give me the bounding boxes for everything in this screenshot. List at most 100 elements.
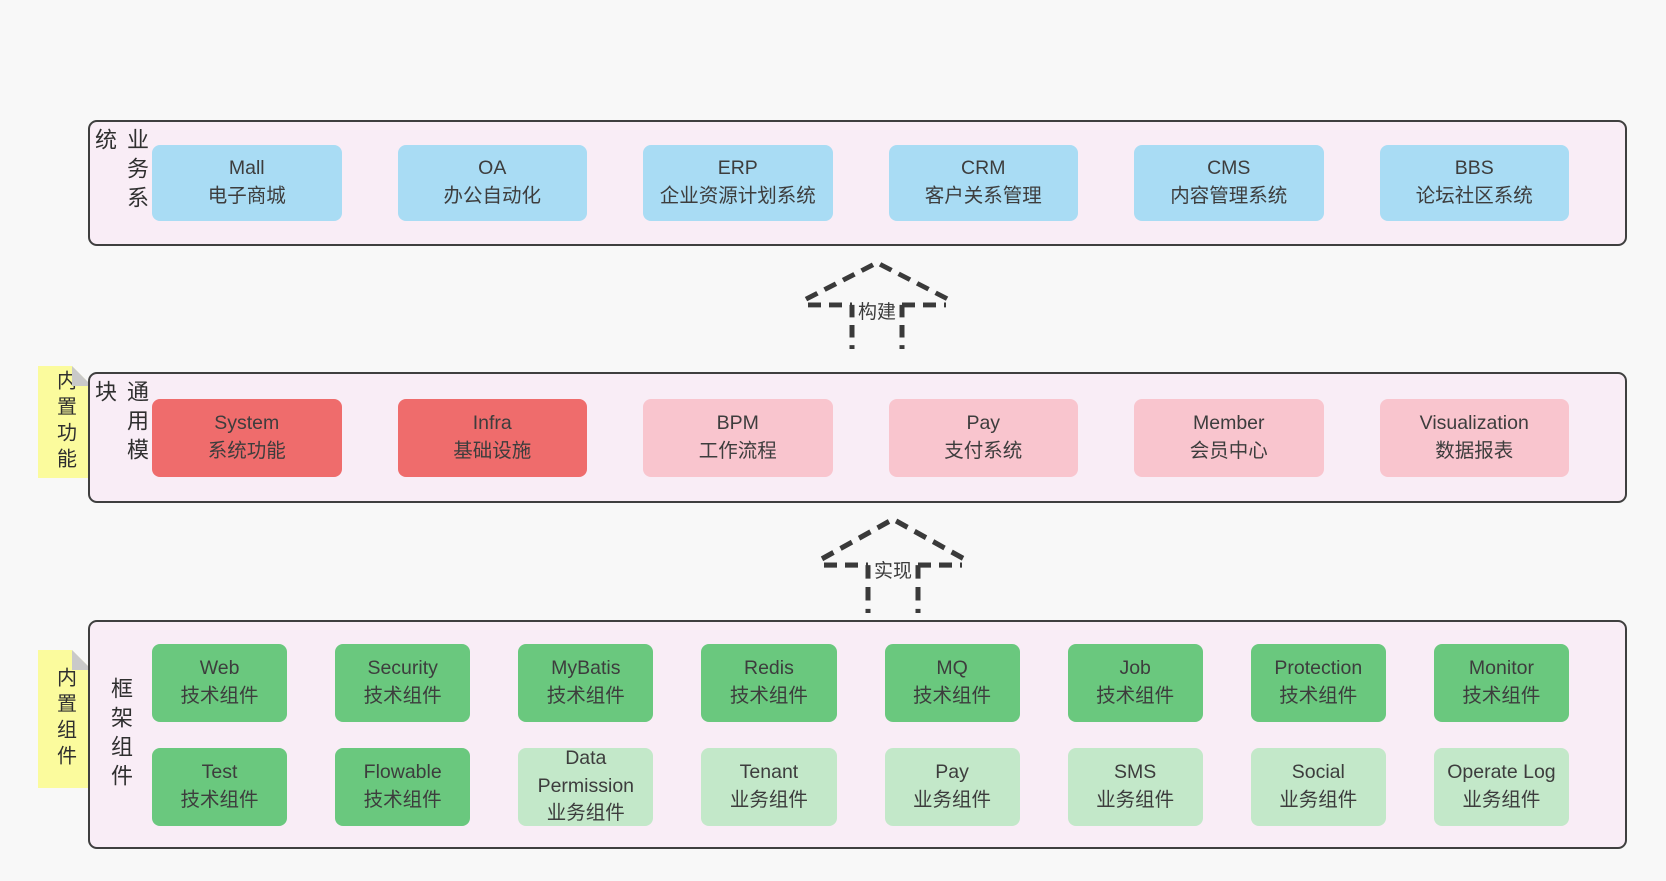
box-subtitle: 业务组件 [546,802,625,825]
box-title: CRM [961,157,1006,180]
box-subtitle: 技术组件 [729,684,808,707]
box-subtitle: 工作流程 [698,439,777,462]
diagram-box-infra: Infra 基础设施 [397,398,587,477]
box-subtitle: 内容管理系统 [1170,185,1288,207]
box-title: Visualization [1419,411,1529,434]
box-title: ERP [717,157,758,180]
box-title: Flowable [363,760,442,783]
box-subtitle: 系统功能 [207,439,286,462]
diagram-box-tenant: Tenant 业务组件 [701,747,837,826]
box-subtitle: 业务组件 [1279,788,1358,811]
box-title: BBS [1454,157,1494,180]
common-modules-rows: System 系统功能 Infra 基础设施 BPM 工作流程 Pay 支付系统 Member 会… [150,374,1625,501]
box-title: System [214,411,280,434]
diagram-box-test: Test 技术组件 [152,747,288,826]
box-subtitle: 技术组件 [180,684,259,707]
box-title: Tenant [739,760,799,783]
box-subtitle: 技术组件 [180,788,259,811]
sticky-note-built-in-features: 内置功能 [38,366,92,478]
box-title: Monitor [1468,656,1534,679]
box-subtitle: 业务组件 [913,788,992,811]
sticky-note-label: 内置功能 [53,370,76,474]
dashed-up-arrow-icon [804,260,950,349]
box-subtitle: 业务组件 [1096,788,1175,811]
diagram-box-data-permission: Data Permission 业务组件 [518,746,654,826]
box-subtitle: 业务组件 [1462,788,1541,811]
diagram-box-operate-log: Operate Log 业务组件 [1433,747,1569,826]
box-title: Mall [228,157,265,180]
diagram-box-member: Member 会员中心 [1134,398,1324,477]
box-title: BPM [716,411,759,434]
diagram-box-flowable: Flowable 技术组件 [335,747,471,826]
box-title: Data Permission [537,746,635,797]
box-title: Member [1192,411,1265,434]
box-title: Test [201,760,238,783]
box-subtitle: 企业资源计划系统 [659,185,816,207]
box-subtitle: 技术组件 [1096,684,1175,707]
business-systems-rows: Mall 电子商城 OA 办公自动化 ERP 企业资源计划系统 CRM 客户关系管理 CMS 内容… [150,122,1625,244]
box-subtitle: 数据报表 [1435,439,1514,462]
box-title: MQ [936,656,968,679]
box-title: CMS [1207,157,1251,180]
diagram-box-visualization: Visualization 数据报表 [1379,398,1569,477]
box-subtitle: 业务组件 [729,788,808,811]
diagram-box-mybatis: MyBatis 技术组件 [518,643,654,722]
box-title: OA [478,157,507,180]
box-subtitle: 技术组件 [1279,684,1358,707]
box-subtitle: 办公自动化 [443,185,541,207]
box-title: Job [1119,656,1151,679]
box-title: Infra [472,411,512,434]
box-title: Social [1291,760,1345,783]
diagram-box-cms: CMS 内容管理系统 [1134,145,1324,221]
build-arrow-label: 构建 [854,295,900,325]
box-subtitle: 技术组件 [363,684,442,707]
box-subtitle: 论坛社区系统 [1415,185,1533,207]
diagram-box-redis: Redis 技术组件 [701,643,837,722]
box-title: Web [199,656,240,679]
box-title: Pay [966,411,1001,434]
diagram-box-system: System 系统功能 [152,398,342,477]
diagram-box-job: Job 技术组件 [1067,643,1203,722]
diagram-box-bpm: BPM 工作流程 [643,398,833,477]
box-subtitle: 客户关系管理 [924,185,1042,207]
box-subtitle: 电子商城 [207,185,286,207]
diagram-box-sms: SMS 业务组件 [1067,747,1203,826]
box-subtitle: 会员中心 [1189,439,1268,462]
build-arrow: 构建 [802,257,952,349]
diagram-box-oa: OA 办公自动化 [397,145,587,221]
section-label-framework-components: 框架组件 [108,676,133,793]
box-title: Protection [1274,656,1363,679]
box-title: Redis [744,656,794,679]
diagram-box-mall: Mall 电子商城 [152,145,342,221]
implement-arrow-label: 实现 [870,555,916,584]
diagram-box-monitor: Monitor 技术组件 [1433,643,1569,722]
box-title: Operate Log [1447,760,1556,783]
diagram-box-bbs: BBS 论坛社区系统 [1379,145,1569,221]
box-subtitle: 技术组件 [363,788,442,811]
diagram-row: Mall 电子商城 OA 办公自动化 ERP 企业资源计划系统 CRM 客户关系管理 CMS 内容… [152,145,1569,221]
diagram-box-social: Social 业务组件 [1250,747,1386,826]
box-title: MyBatis [551,656,621,679]
implement-arrow: 实现 [818,513,968,613]
diagram-box-erp: ERP 企业资源计划系统 [643,145,833,221]
diagram-box-pay: Pay 业务组件 [884,747,1020,826]
box-title: SMS [1114,760,1157,783]
box-subtitle: 技术组件 [913,684,992,707]
diagram-box-web: Web 技术组件 [152,643,288,722]
diagram-box-mq: MQ 技术组件 [884,643,1020,722]
box-subtitle: 技术组件 [1462,684,1541,707]
diagram-box-crm: CRM 客户关系管理 [888,145,1078,221]
sticky-note-label: 内置组件 [53,667,76,771]
box-subtitle: 支付系统 [944,439,1023,462]
box-subtitle: 技术组件 [546,684,625,707]
diagram-box-protection: Protection 技术组件 [1250,643,1386,722]
box-subtitle: 基础设施 [453,439,532,462]
box-title: Pay [935,760,969,783]
